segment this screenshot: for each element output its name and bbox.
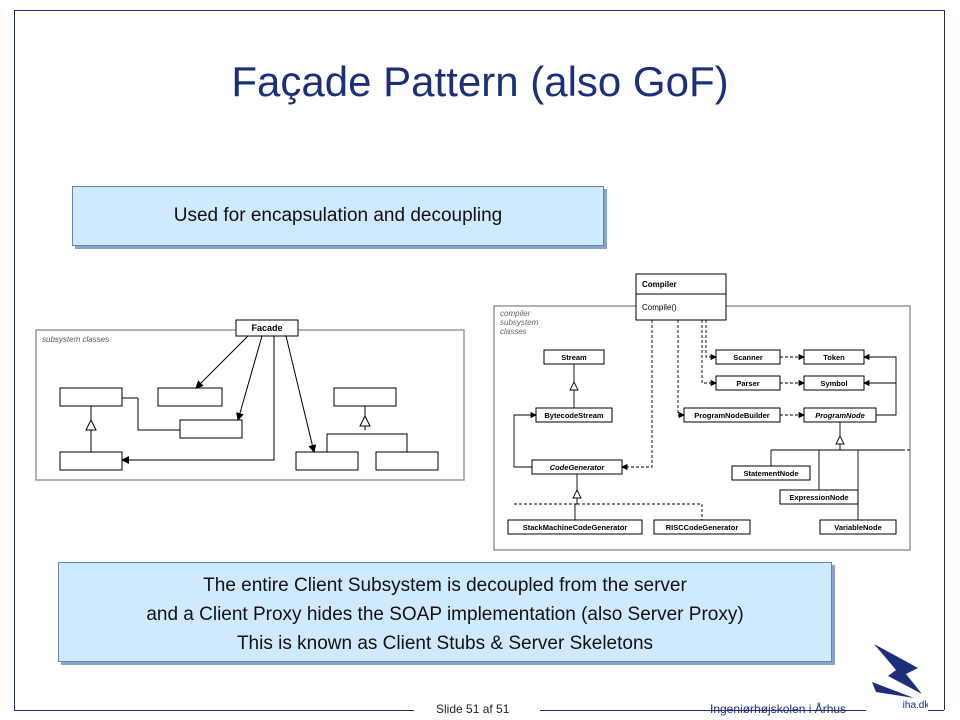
- slide-frame-top: [14, 10, 944, 11]
- class-box-6: [295, 451, 359, 471]
- callout-line-2: and a Client Proxy hides the SOAP implem…: [146, 604, 744, 625]
- iha-logo: iha.dk: [866, 636, 928, 712]
- facade-structure-diagram: subsystem classes Facade: [35, 319, 465, 481]
- token-class-name: Token: [823, 353, 845, 362]
- class-box-4: [59, 451, 123, 471]
- callout-line-3: This is known as Client Stubs & Server S…: [236, 633, 654, 654]
- slide-frame-left: [14, 10, 15, 710]
- bytecode-stream-class-name: BytecodeStream: [544, 411, 604, 420]
- class-box-3: [179, 419, 243, 439]
- statement-node-class-name: StatementNode: [743, 469, 798, 478]
- compiler-subsystem-label-1: compiler: [500, 309, 531, 318]
- facade-label: Facade: [251, 323, 282, 333]
- scanner-class-name: Scanner: [733, 353, 763, 362]
- compiler-class-box: [635, 273, 727, 321]
- slide-frame-right: [944, 10, 945, 710]
- compiler-class-name: Compiler: [642, 280, 677, 289]
- risc-class-name: RISCCodeGenerator: [666, 523, 739, 532]
- program-node-builder-class-name: ProgramNodeBuilder: [694, 411, 770, 420]
- symbol-class-name: Symbol: [820, 379, 847, 388]
- code-generator-class-name: CodeGenerator: [550, 463, 606, 472]
- subsystem-label: subsystem classes: [42, 335, 109, 344]
- variable-node-class-name: VariableNode: [834, 523, 882, 532]
- slide-number: Slide 51 af 51: [436, 702, 510, 716]
- facade-box: [235, 319, 299, 337]
- slide-frame-bottom-left: [14, 710, 414, 711]
- compiler-subsystem-label-3: classes: [500, 327, 527, 336]
- compiler-class-method: Compile(): [642, 303, 677, 312]
- class-box-7: [375, 451, 439, 471]
- class-box-5: [333, 387, 397, 407]
- parser-class-name: Parser: [736, 379, 759, 388]
- stack-machine-class-name: StackMachineCodeGenerator: [523, 523, 628, 532]
- callout-line-1: The entire Client Subsystem is decoupled…: [203, 575, 687, 596]
- callout-encapsulation: Used for encapsulation and decoupling: [72, 186, 604, 246]
- logo-text: iha.dk: [903, 700, 928, 711]
- slide-frame-bottom-right: [540, 710, 944, 711]
- compiler-example-diagram: compiler subsystem classes Compiler Comp…: [493, 273, 911, 551]
- stream-class-name: Stream: [561, 353, 587, 362]
- class-box-2: [157, 387, 223, 407]
- callout-client-subsystem: The entire Client Subsystem is decoupled…: [58, 562, 832, 662]
- compiler-subsystem-label-2: subsystem: [500, 318, 539, 327]
- slide-title: Façade Pattern (also GoF): [231, 58, 729, 105]
- program-node-class-name: ProgramNode: [815, 411, 865, 420]
- class-box-1: [59, 387, 123, 407]
- institution-name: Ingeniørhøjskolen i Århus: [710, 702, 847, 716]
- expression-node-class-name: ExpressionNode: [789, 493, 848, 502]
